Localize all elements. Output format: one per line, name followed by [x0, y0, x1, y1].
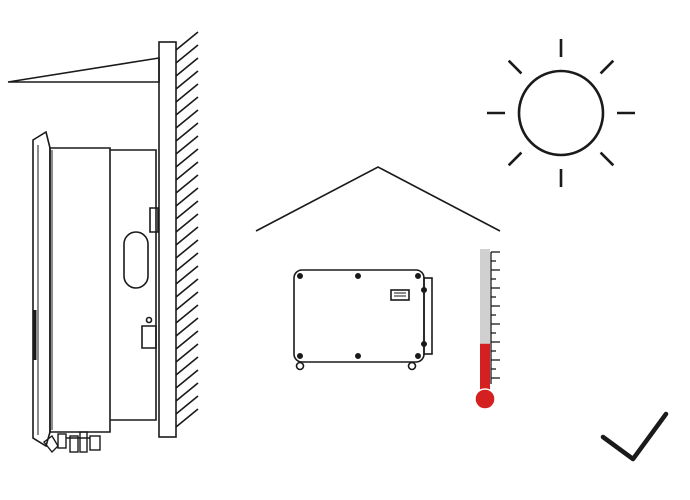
awning-icon — [7, 57, 160, 83]
hatch-line — [175, 109, 199, 129]
hatch-line — [175, 213, 199, 233]
hatch-line — [175, 265, 199, 285]
hatch-line — [175, 70, 199, 90]
hatch-line — [175, 408, 199, 428]
sun-ray — [507, 59, 523, 75]
hatch-line — [175, 278, 199, 298]
clip-screw — [145, 316, 153, 324]
hatch-line — [175, 31, 199, 51]
foot — [407, 361, 417, 371]
front-cover — [32, 130, 51, 448]
hatch-line — [175, 317, 199, 337]
hatch-line — [175, 83, 199, 103]
bolt — [296, 272, 303, 279]
mount-bracket — [110, 149, 157, 421]
hatch-line — [175, 135, 199, 155]
hatch-line — [175, 200, 199, 220]
thermometer-tube — [480, 249, 490, 389]
wall-hatching-icon — [158, 31, 199, 438]
top-clip — [149, 207, 159, 233]
hatch-line — [175, 239, 199, 259]
sun-icon — [487, 39, 635, 187]
checkmark-stroke — [600, 411, 669, 462]
hatch-line — [175, 330, 199, 350]
thermometer-ticks — [490, 251, 500, 384]
sun-ray — [507, 151, 523, 167]
bolt — [420, 340, 427, 347]
bolt — [414, 352, 421, 359]
hatch-line — [175, 57, 199, 77]
hatch-line — [175, 174, 199, 194]
hatch-line — [175, 161, 199, 181]
side-handle — [123, 231, 149, 289]
foot — [295, 361, 305, 371]
hatch-line — [175, 304, 199, 324]
thermometer-bulb — [474, 388, 496, 410]
bolt — [296, 352, 303, 359]
awning-shape — [7, 57, 160, 83]
hatch-line — [175, 148, 199, 168]
hatch-line — [175, 44, 199, 64]
hatch-line — [175, 369, 199, 389]
sun-disc — [517, 69, 605, 157]
inverter-body — [49, 147, 111, 433]
hatch-line — [175, 343, 199, 363]
bolt — [414, 272, 421, 279]
mounting-bolts — [295, 272, 427, 371]
hatch-line — [175, 96, 199, 116]
hatch-line — [175, 187, 199, 207]
bolt — [420, 286, 427, 293]
checkmark-icon — [600, 411, 669, 462]
hatch-line — [175, 252, 199, 272]
bottom-connectors — [43, 431, 101, 454]
shelter-roof-icon — [255, 166, 501, 232]
hatch-line — [175, 291, 199, 311]
sun-ray — [599, 151, 615, 167]
thermometer-level — [480, 343, 490, 395]
wall-mounted-inverter-icon — [32, 130, 159, 454]
hatch-line — [175, 395, 199, 415]
hatch-line — [175, 226, 199, 246]
wall-plate — [158, 41, 177, 438]
inverter-front-body — [293, 269, 425, 363]
roof-line — [255, 166, 501, 232]
inverter-side-panel — [423, 277, 433, 355]
bolt — [354, 272, 361, 279]
hatch-line — [175, 122, 199, 142]
bolt — [354, 352, 361, 359]
hatch-lines — [175, 31, 199, 428]
bottom-clip — [141, 325, 157, 349]
display-panel — [390, 289, 410, 301]
sun-rays — [487, 39, 635, 187]
thermometer-icon — [474, 249, 500, 410]
hatch-line — [175, 382, 199, 402]
sun-ray — [599, 59, 615, 75]
indoor-inverter-icon — [293, 269, 433, 371]
hatch-line — [175, 356, 199, 376]
